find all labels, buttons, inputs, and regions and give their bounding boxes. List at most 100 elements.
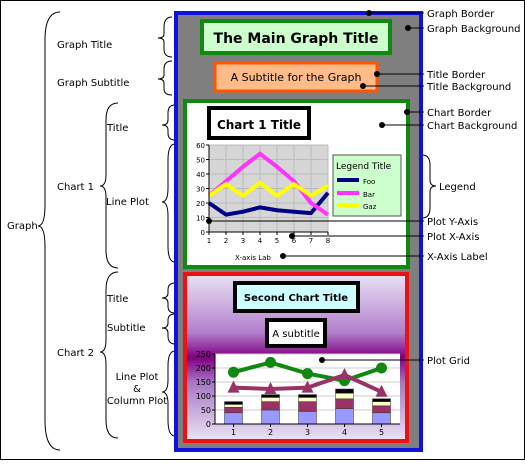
callout-x-label-dot (280, 253, 286, 259)
chart1-x-tick-label: 4 (258, 237, 263, 245)
chart2-column-segment (261, 409, 280, 425)
chart2-line-purple-marker (375, 384, 388, 397)
chart2-column-segment (372, 398, 391, 402)
label-subtitle2: Subtitle (107, 323, 146, 334)
chart1-y-tick-label: 40 (196, 171, 205, 179)
chart1-x-tick-label: 7 (309, 237, 313, 245)
left-braces (37, 11, 437, 451)
callout-chart-border-dot (404, 109, 410, 115)
callout-x-axis-dot (289, 233, 295, 239)
chart2-column-segment (224, 401, 243, 405)
label-graph-subtitle: Graph Subtitle (57, 78, 129, 89)
chart1-y-tick-label: 10 (196, 215, 205, 223)
chart2-line-purple-marker (264, 382, 277, 394)
chart2-column-segment (335, 388, 354, 394)
callout-y-axis-dot (206, 218, 212, 224)
chart2-y-tick-label: 50 (201, 406, 211, 415)
chart2-column-segment (372, 412, 391, 425)
brace-graph-title (157, 16, 173, 58)
chart2-line-green-marker (302, 368, 313, 380)
chart1-x-tick-label: 2 (224, 237, 228, 245)
chart1-series-gaz (207, 180, 330, 198)
label-combo-line3: Column Plot (107, 396, 167, 407)
chart2-line-purple-marker (301, 380, 314, 393)
legend-label-bar: Bar (363, 191, 375, 199)
label-chart-background: Chart Background (427, 121, 517, 132)
label-combo-line2: & (133, 384, 141, 395)
chart2-line-green-marker (265, 356, 276, 368)
brace-combo (161, 350, 176, 437)
label-chart-border: Chart Border (427, 108, 492, 119)
chart2-y-tick-label: 250 (196, 350, 211, 359)
chart2-column-segment (224, 412, 243, 425)
brace-subtitle2 (161, 313, 176, 345)
chart2-column-segment (224, 406, 243, 414)
label-combo-line1: Line Plot (116, 372, 159, 383)
label-title2: Title (106, 294, 128, 305)
legend-label-gaz: Gaz (363, 203, 377, 211)
chart1-y-tick-label: 20 (196, 200, 205, 208)
label-chart2: Chart 2 (57, 348, 94, 359)
chart2-y-tick-label: 100 (196, 392, 211, 401)
callout-graph-border-dot (366, 10, 372, 16)
chart2-title-box (233, 281, 360, 313)
chart2-column-segment (261, 394, 280, 398)
label-plot-grid: Plot Grid (427, 356, 470, 367)
chart2-x-tick-label: 5 (379, 428, 384, 437)
chart2-column-segment (261, 397, 280, 402)
callout-title-bg-dot (360, 83, 366, 89)
brace-legend (421, 154, 437, 219)
chart2-x-tick-label: 2 (268, 428, 273, 437)
label-graph-title: Graph Title (57, 40, 112, 51)
label-chart1: Chart 1 (57, 182, 94, 193)
callout-plot-grid-dot (319, 357, 325, 363)
chart2-y-tick-label: 150 (196, 378, 211, 387)
callout-title-border-dot (374, 71, 380, 77)
chart2-title: Second Chart Title (244, 293, 348, 304)
chart2-line-purple-marker (338, 368, 351, 380)
chart1-y-tick-label: 60 (196, 142, 205, 150)
legend-title: Legend Title (336, 162, 392, 172)
chart1-y-tick-label: 0 (201, 229, 205, 237)
chart2-column-segment (261, 401, 280, 411)
chart2-line-green-marker (228, 366, 239, 378)
chart1-title-box (207, 106, 311, 140)
chart2-line-green-marker (376, 362, 387, 374)
chart2-x-tick-label: 1 (231, 428, 236, 437)
main-subtitle: A Subtitle for the Graph (231, 71, 362, 84)
brace-title2 (161, 282, 176, 314)
label-legend: Legend (439, 182, 476, 193)
main-title: The Main Graph Title (214, 31, 379, 47)
subtitle-box (213, 61, 379, 93)
chart2-subtitle-box (265, 318, 327, 348)
legend-swatch-bar (337, 191, 359, 195)
chart2-column-segment (335, 408, 354, 425)
label-line-plot: Line Plot (106, 197, 149, 208)
chart2-column-segment (224, 404, 243, 408)
chart2-column-segment (335, 392, 354, 400)
brace-chart1 (99, 102, 119, 269)
chart1-legend: Legend Title Foo Bar Gaz (332, 154, 402, 217)
callouts (206, 10, 424, 363)
chart2-column-segment (298, 394, 317, 398)
chart1-x-tick-label: 8 (326, 237, 330, 245)
label-graph-border: Graph Border (427, 9, 495, 20)
legend-swatch-gaz (337, 203, 359, 207)
chart1-x-tick-label: 1 (207, 237, 211, 245)
chart2-subtitle: A subtitle (272, 329, 319, 340)
chart1-y-tick-label: 30 (196, 186, 205, 194)
chart2-column-segment (372, 405, 391, 414)
chart1-y-tick-label: 50 (196, 157, 205, 165)
chart2-column-segment (298, 411, 317, 425)
label-graph-background: Graph Background (427, 24, 521, 35)
chart2-y-tick-label: 200 (196, 364, 211, 373)
label-plot-y-axis: Plot Y-Axis (427, 217, 478, 228)
chart1-series-bar (207, 151, 330, 217)
main-title-box (200, 19, 392, 55)
label-graph: Graph (7, 221, 38, 232)
chart2-x-tick-label: 3 (305, 428, 310, 437)
